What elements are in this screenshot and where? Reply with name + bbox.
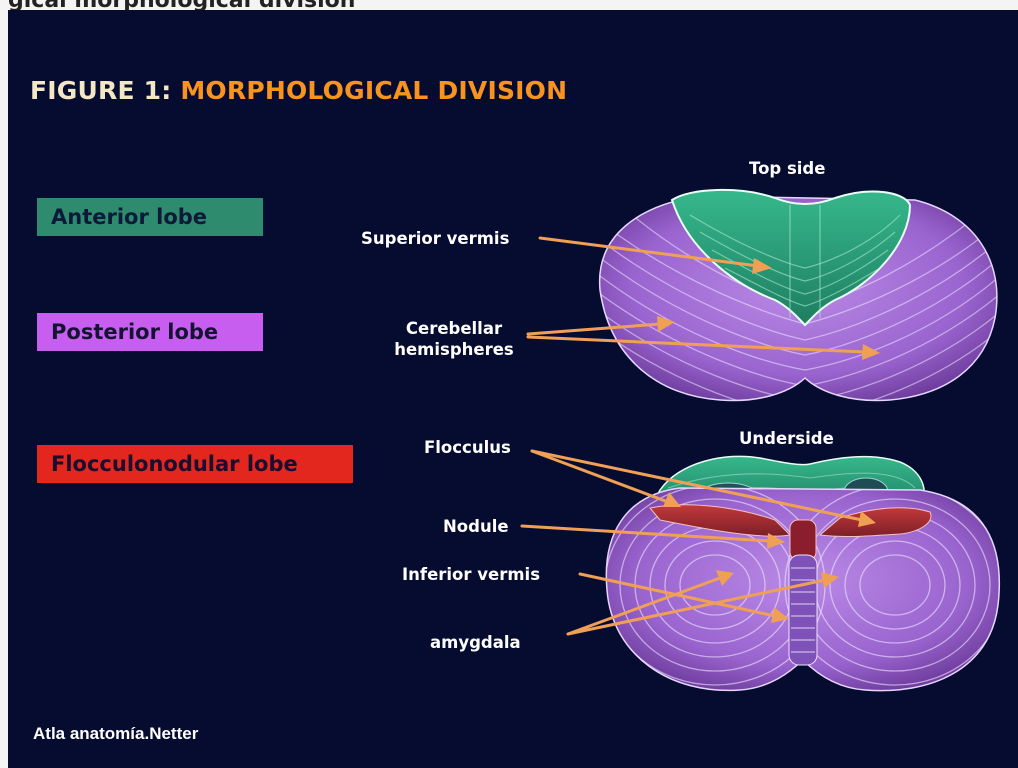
top-side-cerebellum xyxy=(600,190,1000,418)
label-superior-vermis: Superior vermis xyxy=(361,228,509,249)
label-cerebellar-hemispheres: Cerebellar hemispheres xyxy=(384,318,524,360)
label-cerebellar-line1: Cerebellar xyxy=(384,318,524,339)
image-credit: Atla anatomía.Netter xyxy=(33,724,198,744)
view-label-underside: Underside xyxy=(739,428,834,449)
label-flocculus: Flocculus xyxy=(424,437,511,458)
view-label-top-side: Top side xyxy=(749,158,825,179)
label-nodule: Nodule xyxy=(443,516,509,537)
label-inferior-vermis: Inferior vermis xyxy=(402,564,540,585)
label-cerebellar-line2: hemispheres xyxy=(384,339,524,360)
underside-cerebellum xyxy=(605,456,1005,690)
label-amygdala: amygdala xyxy=(430,632,521,653)
